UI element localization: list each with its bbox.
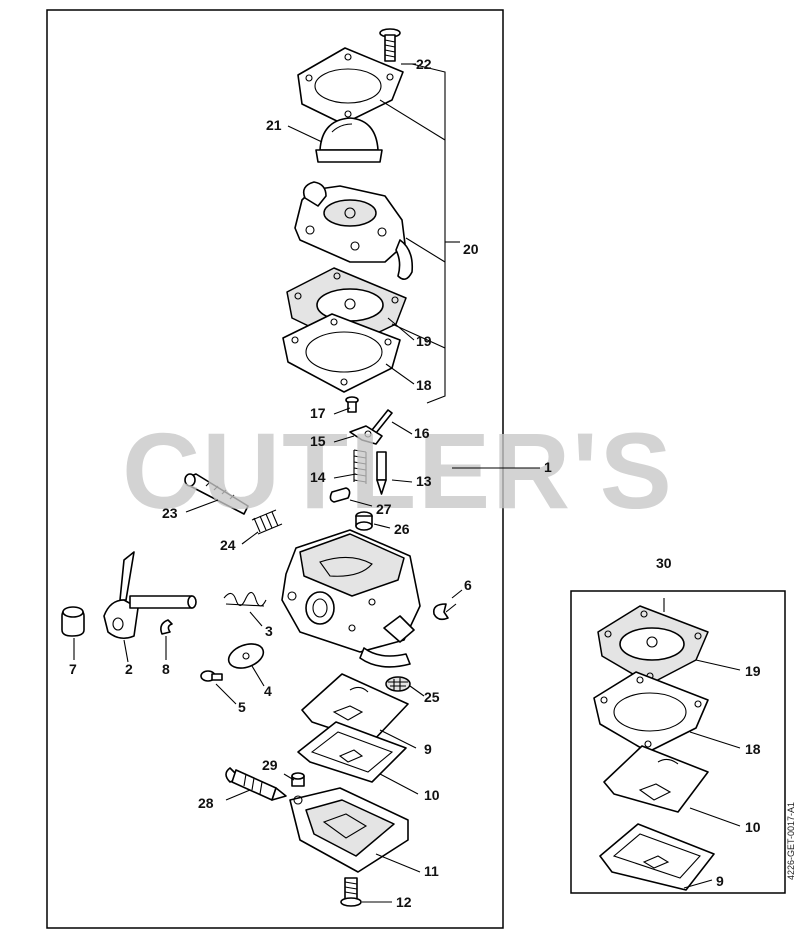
callout-15: 15 (310, 433, 326, 449)
part-21-primer-bulb (315, 117, 383, 163)
part-6-clip (432, 603, 449, 621)
part-25-strainer (385, 676, 411, 692)
callout-21: 21 (266, 117, 282, 133)
part-23-adjusting-screw (184, 473, 249, 515)
part-5-screw (200, 670, 223, 682)
part-26-sleeve (355, 511, 373, 531)
callout-2: 2 (125, 661, 133, 677)
part-2-throttle-shaft (103, 551, 197, 640)
callout-7: 7 (69, 661, 77, 677)
kit-callout-9: 9 (716, 873, 724, 889)
callout-27: 27 (376, 501, 392, 517)
part-27-plug (329, 487, 351, 503)
callout-9: 9 (424, 741, 432, 757)
part-14-spring (353, 449, 367, 484)
part-17-screw (345, 396, 359, 413)
part-1-carburetor-body (281, 529, 421, 668)
callout-11: 11 (424, 863, 439, 879)
part-10-metering-gasket (297, 721, 407, 783)
callout-12: 12 (396, 894, 412, 910)
callout-numbers: 22 21 20 19 18 17 16 15 14 13 1 27 26 23… (69, 56, 761, 910)
gasket-kit-frame (570, 590, 786, 894)
callout-13: 13 (416, 473, 432, 489)
callout-16: 16 (414, 425, 430, 441)
callout-3: 3 (265, 623, 273, 639)
callout-25: 25 (424, 689, 440, 705)
part-20-pump-cover-plate (297, 47, 404, 125)
kit-part-18-gasket (593, 671, 709, 753)
part-11-metering-cover (289, 787, 409, 873)
watermark-text: CUTLER'S (122, 410, 674, 531)
callout-18: 18 (416, 377, 432, 393)
callout-4: 4 (264, 683, 272, 699)
part-20-pump-housing (294, 181, 414, 280)
callout-6: 6 (464, 577, 472, 593)
part-22-screw (379, 28, 401, 62)
part-8-clip (160, 619, 173, 635)
callout-17: 17 (310, 405, 326, 421)
callout-28: 28 (198, 795, 214, 811)
callout-22: 22 (416, 56, 432, 72)
kit-callout-10: 10 (745, 819, 761, 835)
kit-title-30: 30 (656, 555, 672, 571)
part-12-screw (340, 877, 362, 907)
callout-24: 24 (220, 537, 236, 553)
callout-1: 1 (544, 459, 552, 475)
part-24-spring (251, 509, 283, 535)
part-7-bushing (61, 606, 85, 637)
callout-8: 8 (162, 661, 170, 677)
callout-19: 19 (416, 333, 432, 349)
callout-14: 14 (310, 469, 326, 485)
callout-29: 29 (262, 757, 278, 773)
main-frame (46, 9, 504, 929)
part-3-spring (223, 591, 267, 607)
callout-10: 10 (424, 787, 440, 803)
part-29-plug (291, 772, 305, 787)
kit-part-10-gasket (603, 745, 709, 813)
kit-part-19-diaphragm (597, 605, 709, 685)
drawing-code: 4226-GET-0017-A1 (786, 802, 796, 880)
callout-20: 20 (463, 241, 479, 257)
callout-5: 5 (238, 699, 246, 715)
callout-23: 23 (162, 505, 178, 521)
part-28-screw (225, 767, 287, 801)
part-9-metering-diaphragm (301, 673, 409, 743)
part-15-lever (349, 425, 383, 445)
part-13-inlet-needle (376, 451, 387, 495)
kit-callout-19: 19 (745, 663, 761, 679)
callout-26: 26 (394, 521, 410, 537)
part-4-throttle-disc (227, 643, 265, 669)
kit-part-9-diaphragm (599, 823, 715, 891)
kit-callout-18: 18 (745, 741, 761, 757)
leader-lines (73, 63, 741, 903)
